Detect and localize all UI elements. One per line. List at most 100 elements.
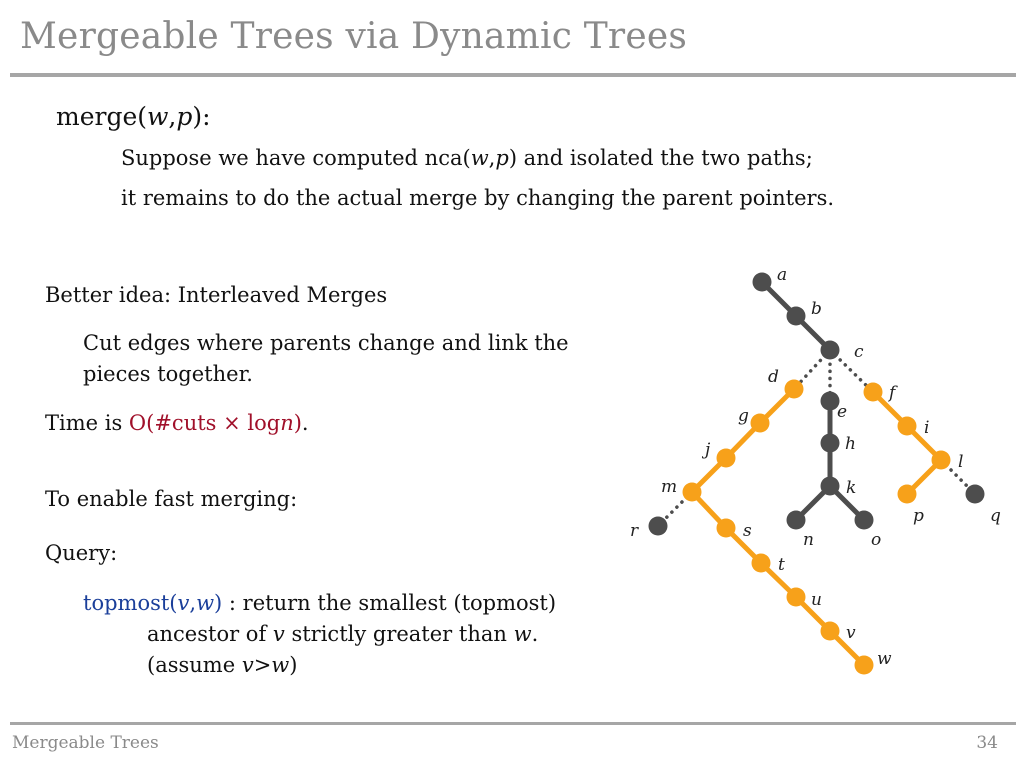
- assume-pre: (assume: [147, 653, 242, 677]
- node-k: [820, 476, 840, 496]
- node-label-w: w: [877, 649, 892, 669]
- node-r: [648, 516, 668, 536]
- node-f: [863, 382, 883, 402]
- slide-title: Mergeable Trees via Dynamic Trees: [20, 16, 688, 57]
- time-formula-b: ): [293, 411, 302, 435]
- node-d: [784, 379, 804, 399]
- node-v: [820, 621, 840, 641]
- node-label-e: e: [837, 402, 847, 422]
- node-label-m: m: [661, 477, 677, 497]
- topmost-w: w: [196, 591, 215, 615]
- ancestor-pre: ancestor of: [147, 622, 273, 646]
- time-formula: O(#cuts × logn): [129, 411, 302, 435]
- edge-c-f: [828, 348, 875, 394]
- topmost-rest: : return the smallest (topmost): [222, 591, 557, 615]
- time-formula-a: O(#cuts × log: [128, 411, 281, 435]
- node-label-p: p: [913, 506, 924, 526]
- node-label-s: s: [743, 521, 752, 541]
- node-label-f: f: [887, 383, 898, 403]
- assume-gt: >: [253, 653, 272, 677]
- topmost-comma: ,: [189, 591, 197, 615]
- node-label-a: a: [777, 265, 787, 285]
- merge-line-1: Suppose we have computed nca(w,p) and is…: [121, 143, 813, 173]
- node-j: [716, 448, 736, 468]
- topmost-a: topmost(: [83, 591, 178, 615]
- node-l: [931, 450, 951, 470]
- ancestor-mid: strictly greater than: [284, 622, 514, 646]
- topmost-b: ): [214, 591, 223, 615]
- cut-edges-line-1: Cut edges where parents change and link …: [83, 331, 569, 355]
- better-idea: Better idea: Interleaved Merges: [45, 283, 388, 307]
- node-e: [820, 391, 840, 411]
- tree-nodes: [648, 272, 985, 675]
- node-p: [897, 484, 917, 504]
- node-q: [965, 484, 985, 504]
- node-h: [820, 433, 840, 453]
- title-divider: [10, 73, 1016, 77]
- time-pre: Time is: [45, 411, 129, 435]
- merge-arg-p: p: [176, 102, 193, 131]
- query-label: Query:: [45, 541, 118, 565]
- merge-line1-pre: Suppose we have computed nca(: [121, 146, 471, 170]
- node-label-l: l: [958, 452, 963, 472]
- node-label-j: j: [701, 440, 711, 460]
- node-label-d: d: [768, 367, 779, 387]
- ancestor-line: ancestor of v strictly greater than w.: [147, 619, 538, 649]
- page-number: 34: [976, 733, 998, 753]
- footer-divider: [10, 722, 1016, 725]
- merge-line-2: it remains to do the actual merge by cha…: [121, 186, 835, 210]
- ancestor-post: .: [531, 622, 539, 646]
- node-m: [682, 482, 702, 502]
- node-g: [750, 413, 770, 433]
- merge-line1-post: ) and isolated the two paths;: [508, 146, 813, 170]
- node-label-n: n: [803, 530, 814, 550]
- assume-v: v: [241, 653, 254, 677]
- node-label-k: k: [846, 478, 856, 498]
- node-n: [786, 510, 806, 530]
- merge-line1-w: w: [470, 146, 489, 170]
- node-i: [897, 416, 917, 436]
- assume-w: w: [271, 653, 290, 677]
- node-label-c: c: [854, 342, 864, 362]
- topmost-query: topmost(v,w): [83, 591, 222, 615]
- ancestor-v: v: [272, 622, 285, 646]
- node-o: [854, 510, 874, 530]
- node-label-v: v: [846, 623, 856, 643]
- node-label-g: g: [738, 406, 749, 426]
- node-label-r: r: [630, 521, 639, 541]
- merge-heading: merge(w,p):: [56, 102, 211, 131]
- ancestor-w: w: [513, 622, 532, 646]
- merge-close: ):: [192, 102, 211, 131]
- node-t: [751, 553, 771, 573]
- tree-labels: a b c d e f g h i j k l m n o p q r s t u v w: [630, 265, 1001, 669]
- node-label-u: u: [811, 590, 822, 610]
- merge-line1-p: p: [495, 146, 509, 170]
- time-bound: Time is O(#cuts × logn).: [45, 408, 309, 438]
- cut-edges-line-2: pieces together.: [83, 362, 253, 386]
- node-label-b: b: [811, 299, 822, 319]
- node-u: [786, 587, 806, 607]
- merge-line1-comma: ,: [488, 146, 496, 170]
- node-c: [820, 340, 840, 360]
- assume-line: (assume v>w): [147, 650, 297, 680]
- node-s: [716, 518, 736, 538]
- enable-fast-merging: To enable fast merging:: [45, 487, 298, 511]
- merge-func: merge(: [56, 102, 148, 131]
- node-label-t: t: [778, 555, 785, 575]
- node-label-i: i: [924, 418, 929, 438]
- node-label-h: h: [845, 434, 856, 454]
- topmost-v: v: [177, 591, 190, 615]
- node-a: [752, 272, 772, 292]
- node-b: [786, 306, 806, 326]
- merge-arg-w: w: [147, 102, 169, 131]
- time-post: .: [301, 411, 309, 435]
- time-formula-n: n: [280, 411, 294, 435]
- assume-post: ): [289, 653, 298, 677]
- merge-comma: ,: [168, 102, 177, 131]
- topmost-line: topmost(v,w) : return the smallest (topm…: [83, 588, 556, 618]
- footer-title: Mergeable Trees: [12, 733, 159, 753]
- node-label-o: o: [871, 530, 881, 550]
- node-label-q: q: [990, 506, 1001, 526]
- node-w: [854, 655, 874, 675]
